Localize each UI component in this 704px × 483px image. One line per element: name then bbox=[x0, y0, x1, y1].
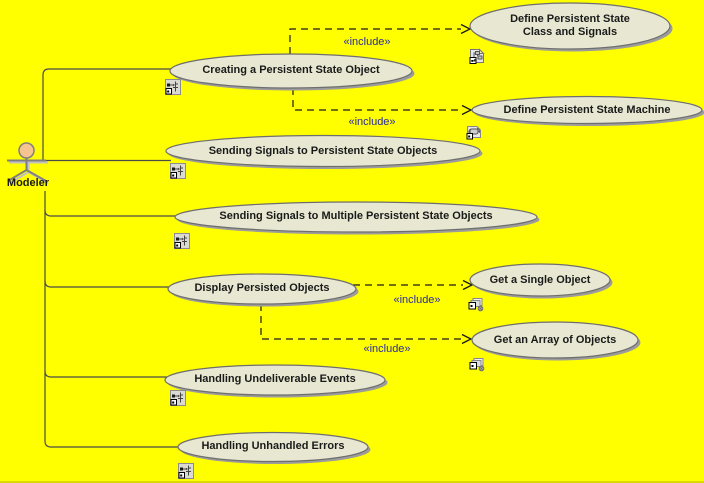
usecase-sending-signals-to-multiple-persistent-state-objects[interactable] bbox=[174, 201, 540, 235]
actor-head bbox=[18, 142, 35, 159]
association-modeler-creating[interactable] bbox=[42, 68, 171, 161]
usecase-label-display-persisted[interactable]: Display Persisted Objects bbox=[194, 282, 330, 294]
usecase-label-sending-signals[interactable]: Sending Signals to Persistent State Obje… bbox=[208, 145, 438, 157]
usecase-label-creating[interactable]: Creating a Persistent State Object bbox=[202, 64, 380, 76]
activity-diagram-icon[interactable] bbox=[170, 163, 186, 179]
include-stereotype-label[interactable]: «include» bbox=[363, 343, 411, 355]
actor-shadow bbox=[9, 160, 49, 184]
actor-modeler-label[interactable]: Modeler bbox=[6, 177, 50, 189]
usecase-define-persistent-state-machine[interactable] bbox=[471, 95, 704, 127]
activity-diagram-icon[interactable] bbox=[178, 463, 194, 479]
activity-diagram-icon[interactable] bbox=[174, 233, 190, 249]
usecase-handling-unhandled-errors[interactable] bbox=[177, 431, 371, 465]
usecase-display-persisted-objects[interactable] bbox=[167, 273, 359, 307]
usecase-label-state-machine[interactable]: Define Persistent State Machine bbox=[503, 104, 671, 116]
usecase-label-unhandled[interactable]: Handling Unhandled Errors bbox=[201, 440, 345, 452]
include-stereotype-label[interactable]: «include» bbox=[348, 116, 396, 128]
usecase-label-undeliverable[interactable]: Handling Undeliverable Events bbox=[194, 373, 356, 385]
usecase-label-single-object[interactable]: Get a Single Object bbox=[489, 274, 591, 286]
include-arrowhead bbox=[461, 333, 473, 345]
association-modeler-unhandled-errors[interactable] bbox=[44, 191, 179, 448]
usecase-get-a-single-object[interactable] bbox=[469, 263, 613, 299]
usecase-sending-signals-to-persistent-state-objects[interactable] bbox=[165, 134, 483, 170]
include-display-to-array-objects[interactable] bbox=[260, 304, 462, 340]
include-lines bbox=[260, 23, 474, 345]
include-arrowhead bbox=[460, 23, 472, 35]
usecase-label-class-signals[interactable]: Define Persistent State Class and Signal… bbox=[510, 13, 630, 38]
include-stereotype-label[interactable]: «include» bbox=[393, 294, 441, 306]
include-stereotype-label[interactable]: «include» bbox=[343, 36, 391, 48]
content-diagram-icon[interactable] bbox=[468, 297, 484, 313]
association-lines bbox=[42, 68, 179, 448]
content-diagram-icon[interactable] bbox=[469, 357, 485, 373]
activity-diagram-icon[interactable] bbox=[165, 79, 181, 95]
usecase-define-persistent-state-class-and-signals[interactable] bbox=[469, 2, 673, 52]
statemachine-diagram-icon[interactable] bbox=[466, 124, 482, 140]
association-modeler-undeliverable-events[interactable] bbox=[44, 370, 168, 378]
include-creating-to-class-signals[interactable] bbox=[289, 28, 461, 54]
usecase-handling-undeliverable-events[interactable] bbox=[164, 364, 388, 398]
association-modeler-display-persisted[interactable] bbox=[44, 280, 170, 288]
actor-modeler[interactable] bbox=[7, 142, 49, 184]
class-diagram-icon[interactable] bbox=[469, 48, 485, 64]
usecase-label-array-objects[interactable]: Get an Array of Objects bbox=[493, 334, 617, 346]
activity-diagram-icon[interactable] bbox=[170, 390, 186, 406]
include-creating-to-state-machine[interactable] bbox=[292, 88, 462, 111]
include-arrowhead bbox=[462, 279, 474, 291]
association-modeler-sending-multiple[interactable] bbox=[44, 209, 177, 217]
actor-body bbox=[7, 158, 47, 182]
usecase-creating-persistent-state-object[interactable] bbox=[169, 53, 415, 91]
usecase-get-an-array-of-objects[interactable] bbox=[471, 321, 641, 361]
include-arrowhead bbox=[461, 104, 473, 116]
usecase-label-sending-multiple[interactable]: Sending Signals to Multiple Persistent S… bbox=[219, 210, 493, 222]
